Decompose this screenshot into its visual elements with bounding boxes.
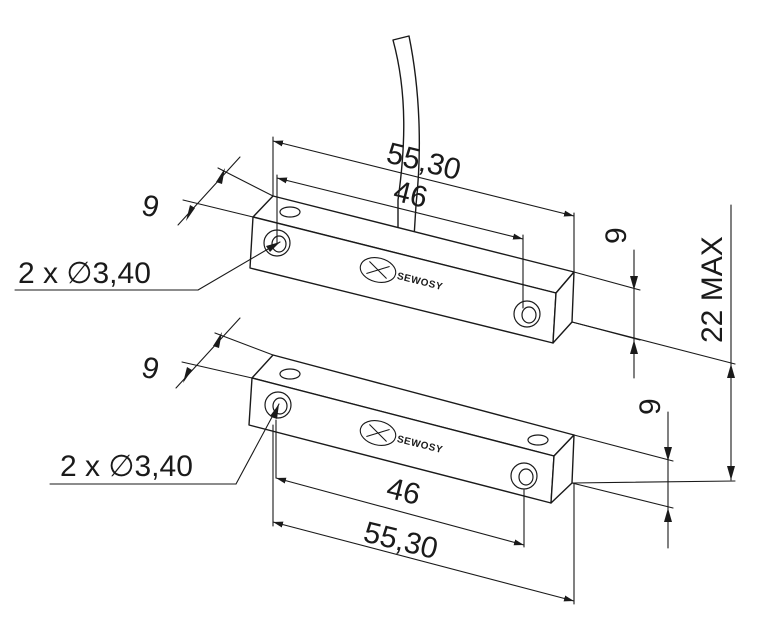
dim-height-right-bottom: 9 <box>634 398 667 415</box>
dim-max-height: 22 MAX <box>696 236 729 343</box>
top-dimensions: 55,30 46 9 9 22 MAX 2 x ∅3,40 <box>14 136 736 484</box>
dim-overall-length-top: 55,30 <box>383 137 464 187</box>
dim-hole-label-bottom: 2 x ∅3,40 <box>60 450 193 483</box>
bottom-dimensions: 9 9 2 x ∅3,40 46 55,30 <box>49 317 674 605</box>
top-sensor-hole-right <box>513 300 541 328</box>
bottom-sensor-hole-right <box>510 462 538 490</box>
top-sensor-top-hole-left <box>279 206 301 218</box>
dim-hole-spacing-top: 46 <box>390 175 430 215</box>
bottom-sensor-top-hole-right <box>527 434 549 446</box>
dim-hole-spacing-bottom: 46 <box>383 472 423 512</box>
bottom-sensor-top-hole-left <box>279 368 301 380</box>
dim-width-left-bottom: 9 <box>138 351 162 387</box>
dim-height-right-top: 9 <box>600 227 633 244</box>
dim-hole-label-top: 2 x ∅3,40 <box>18 257 151 290</box>
dim-overall-length-bottom: 55,30 <box>360 516 441 566</box>
dim-width-left-top: 9 <box>138 189 162 225</box>
